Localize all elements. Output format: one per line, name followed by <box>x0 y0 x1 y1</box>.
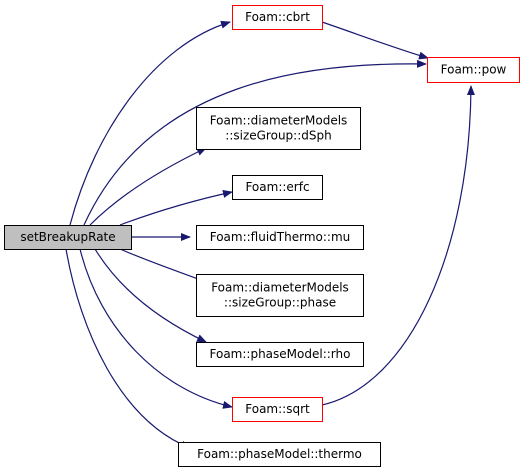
node-thermo[interactable]: Foam::phaseModel::thermo <box>178 442 381 467</box>
node-box-pow[interactable] <box>427 57 520 83</box>
node-rho[interactable]: Foam::phaseModel::rho <box>196 342 364 367</box>
node-label-pow: Foam::pow <box>441 63 507 77</box>
edge-cbrt-to-pow <box>321 21 429 60</box>
edges-layer <box>65 20 475 449</box>
node-label-mu: Foam::fluidThermo::mu <box>210 230 351 244</box>
edge-setBreakupRate-to-thermo <box>65 248 191 449</box>
edge-setBreakupRate-to-dSph <box>89 147 207 226</box>
node-box-dSph[interactable] <box>196 107 361 150</box>
node-mu[interactable]: Foam::fluidThermo::mu <box>196 225 364 250</box>
node-box-sqrt[interactable] <box>232 397 323 422</box>
node-box-thermo[interactable] <box>178 442 381 467</box>
node-erfc[interactable]: Foam::erfc <box>232 175 323 200</box>
node-phase[interactable]: Foam::diameterModels::sizeGroup::phase <box>196 274 364 317</box>
node-box-setBreakupRate[interactable] <box>4 225 132 250</box>
edge-setBreakupRate-to-sqrt <box>79 248 233 409</box>
node-sqrt[interactable]: Foam::sqrt <box>232 397 323 422</box>
edge-setBreakupRate-to-phase <box>119 248 207 283</box>
node-label-dSph-line-1: Foam::diameterModels <box>210 114 348 128</box>
edge-sqrt-to-pow <box>321 85 475 406</box>
node-label-dSph-line-2: ::sizeGroup::dSph <box>225 129 331 143</box>
node-setBreakupRate[interactable]: setBreakupRate <box>4 225 132 250</box>
nodes-layer: setBreakupRate Foam::cbrtFoam::powFoam::d… <box>4 5 520 467</box>
node-label-phase-line-2: ::sizeGroup::phase <box>224 296 336 310</box>
node-label-sqrt: Foam::sqrt <box>245 402 310 416</box>
node-label-thermo: Foam::phaseModel::thermo <box>197 447 362 461</box>
edge-setBreakupRate-to-erfc <box>119 190 233 226</box>
node-box-cbrt[interactable] <box>232 5 323 30</box>
node-label-erfc: Foam::erfc <box>245 180 309 194</box>
node-box-mu[interactable] <box>196 225 364 250</box>
edge-setBreakupRate-to-cbrt <box>69 20 231 226</box>
node-box-erfc[interactable] <box>232 175 323 200</box>
node-box-rho[interactable] <box>196 342 364 367</box>
node-box-phase[interactable] <box>196 274 364 317</box>
node-dSph[interactable]: Foam::diameterModels::sizeGroup::dSph <box>196 107 361 150</box>
node-label-setBreakupRate: setBreakupRate <box>20 230 115 244</box>
node-label-rho: Foam::phaseModel::rho <box>210 347 351 361</box>
node-label-phase-line-1: Foam::diameterModels <box>211 281 349 295</box>
node-cbrt[interactable]: Foam::cbrt <box>232 5 323 30</box>
node-pow[interactable]: Foam::pow <box>427 57 520 83</box>
edge-setBreakupRate-to-rho <box>94 248 207 343</box>
edge-setBreakupRate-to-pow <box>83 59 427 226</box>
node-label-cbrt: Foam::cbrt <box>245 10 310 24</box>
